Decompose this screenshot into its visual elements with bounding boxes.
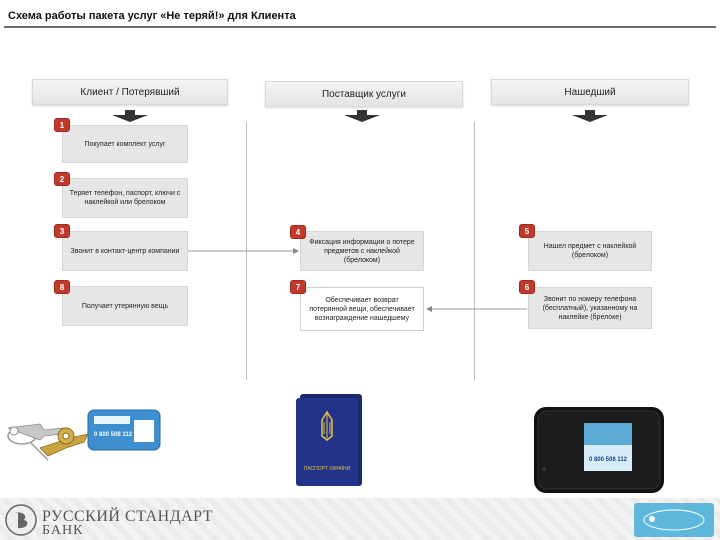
down-arrow-icon <box>344 110 380 122</box>
step-text: Обеспечивает возврат потерянной вещи, об… <box>309 296 415 322</box>
column-header-provider-label: Поставщик услуги <box>321 88 406 100</box>
step-number-badge: 4 <box>290 225 306 239</box>
step-text: Покупает комплект услуг <box>84 140 166 148</box>
step-box-1: Покупает комплект услуг <box>62 125 188 163</box>
title-divider <box>4 26 716 28</box>
step-text: Звонит по номеру телефона (бесплатный), … <box>542 295 638 321</box>
step-text: Фиксация информации о потере предметов с… <box>309 238 415 264</box>
step-text: Звонит в контакт-центр компании <box>70 247 180 255</box>
column-header-finder: Нашедший <box>491 79 689 105</box>
step-text: Получает утерянную вещь <box>81 302 169 310</box>
step-number-badge: 1 <box>54 118 70 132</box>
step-number-badge: 3 <box>54 224 70 238</box>
passport-label: ПАСПОРТ УКРАЇНИ <box>304 465 351 472</box>
step-number-badge: 5 <box>519 224 535 238</box>
page-title: Схема работы пакета услуг «Не теряй!» дл… <box>8 10 296 22</box>
step-number-badge: 7 <box>290 280 306 294</box>
step-text: Теряет телефон, паспорт, ключи с наклейк… <box>69 190 181 206</box>
brand-logo-icon <box>634 503 714 537</box>
mobile-router-icon: 0 800 508 112 <box>534 407 664 493</box>
step-text: Нашел предмет с наклейкой (брелоком) <box>543 243 637 259</box>
step-box-3: Звонит в контакт-центр компании <box>62 231 188 271</box>
step-box-7: Обеспечивает возврат потерянной вещи, об… <box>300 287 424 331</box>
column-header-finder-label: Нашедший <box>564 86 616 98</box>
column-header-provider: Поставщик услуги <box>265 81 463 107</box>
step-box-8: Получает утерянную вещь <box>62 286 188 326</box>
passport-icon: ПАСПОРТ УКРАЇНИ <box>296 394 362 486</box>
keychain-phone: 0 800 508 112 <box>94 432 133 438</box>
footer-band <box>0 498 720 540</box>
down-arrow-icon <box>112 110 148 122</box>
bank-subtitle: БАНК <box>42 523 84 538</box>
column-header-client: Клиент / Потерявший <box>32 79 228 105</box>
step-number-badge: 6 <box>519 280 535 294</box>
step-box-5: Нашел предмет с наклейкой (брелоком) <box>528 231 652 271</box>
step-number-badge: 2 <box>54 172 70 186</box>
down-arrow-icon <box>572 110 608 122</box>
column-header-client-label: Клиент / Потерявший <box>80 86 180 98</box>
lane-separator <box>474 122 475 380</box>
step-box-6: Звонит по номеру телефона (бесплатный), … <box>528 287 652 329</box>
step-box-4: Фиксация информации о потере предметов с… <box>300 231 424 271</box>
step-box-2: Теряет телефон, паспорт, ключи с наклейк… <box>62 178 188 218</box>
phone-sticker-number: 0 800 508 112 <box>589 457 628 463</box>
step-number-badge: 8 <box>54 280 70 294</box>
emblem-icon <box>5 504 37 536</box>
lane-separator <box>246 122 247 380</box>
keys-icon: 0 800 508 112 <box>7 409 161 461</box>
bank-name: РУССКИЙ СТАНДАРТ <box>42 508 214 525</box>
